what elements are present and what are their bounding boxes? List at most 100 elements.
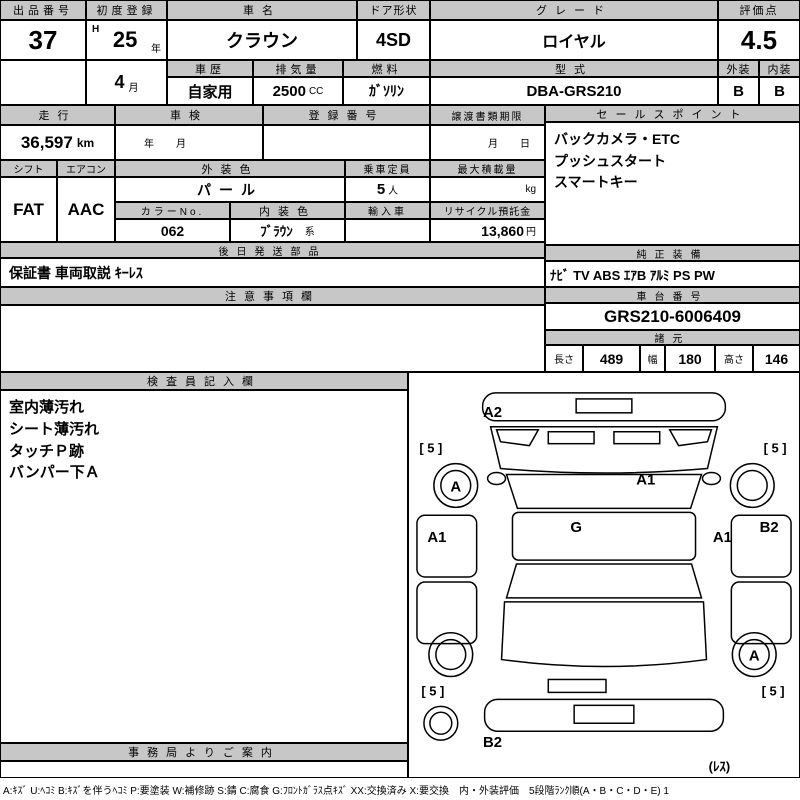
caution-content bbox=[0, 305, 545, 372]
shift-value: FAT bbox=[0, 177, 57, 242]
import-header: 輸入車 bbox=[345, 202, 430, 219]
wheel-front-right bbox=[729, 462, 775, 509]
first-reg-month-value: 4 bbox=[114, 72, 125, 92]
trunk-detail bbox=[547, 678, 607, 694]
year-suffix: 年 bbox=[151, 44, 161, 55]
int-color-cell: ﾌﾞﾗｳﾝ 系 bbox=[230, 219, 345, 242]
sales-point-item: バックカメラ・ETC bbox=[554, 131, 680, 147]
front-plate-shape bbox=[575, 398, 633, 414]
wheel-rear-right-inner bbox=[738, 638, 770, 671]
first-reg-month-cell: 4 月 bbox=[86, 60, 167, 105]
exhibit-no-header: 出品番号 bbox=[0, 0, 86, 20]
first-reg-header: 初度登録 bbox=[86, 0, 167, 20]
wheel-rear-right bbox=[731, 631, 777, 678]
office-header: 事務局よりご案内 bbox=[0, 743, 408, 761]
damage-label-right-door: A1 bbox=[713, 529, 732, 546]
sales-point-item: プッシュスタート bbox=[554, 152, 666, 169]
transfer-value: 月 日 bbox=[430, 125, 545, 160]
color-no-value: 062 bbox=[115, 219, 230, 242]
inspector-note: バンパー下Ａ bbox=[9, 464, 100, 482]
damage-label-glass: G bbox=[570, 519, 582, 536]
damage-label-windshield: A1 bbox=[636, 471, 655, 488]
mileage-unit: km bbox=[76, 135, 95, 150]
car-name-header: 車名 bbox=[167, 0, 357, 20]
exterior-grade-header: 外装 bbox=[718, 60, 759, 77]
spare-tire-label: (ﾚｽ) bbox=[709, 759, 731, 774]
recycle-value: 13,860 bbox=[481, 222, 524, 239]
exhibit-no-value: 37 bbox=[0, 20, 86, 60]
reg-no-value bbox=[263, 125, 430, 160]
recycle-cell: 13,860 円 bbox=[430, 219, 545, 242]
shaken-value: 年 月 bbox=[115, 125, 263, 160]
displacement-value: 2500 bbox=[272, 82, 306, 100]
mirror-left-shape bbox=[486, 471, 507, 486]
month-suffix: 月 bbox=[128, 83, 139, 94]
tire-depth-rear-left: [ 5 ] bbox=[421, 683, 444, 698]
exhibit-no-blank bbox=[0, 60, 86, 105]
interior-grade-value: B bbox=[759, 77, 800, 105]
model-header: 型式 bbox=[430, 60, 718, 77]
width-label: 幅 bbox=[640, 345, 665, 372]
import-value bbox=[345, 219, 430, 242]
capacity-cell: 5 人 bbox=[345, 177, 430, 202]
exterior-grade-value: B bbox=[718, 77, 759, 105]
displacement-cell: 2500 CC bbox=[253, 77, 343, 105]
inspector-note: タッチＰ跡 bbox=[9, 442, 85, 460]
equipment-header: 純正装備 bbox=[545, 245, 800, 261]
damage-label-right-side: B2 bbox=[760, 519, 779, 536]
door-value: 4SD bbox=[357, 20, 430, 60]
right-front-door-shape bbox=[730, 514, 792, 578]
inspector-note: 室内薄汚れ bbox=[9, 399, 85, 416]
rear-plate-shape bbox=[573, 704, 635, 724]
first-reg-year-value: 25 bbox=[112, 27, 138, 52]
mileage-cell: 36,597 km bbox=[0, 125, 115, 160]
later-parts-header: 後日発送部品 bbox=[0, 242, 545, 258]
rear-window-shape bbox=[505, 563, 703, 599]
score-value: 4.5 bbox=[718, 20, 800, 60]
wheel-front-left-inner bbox=[440, 469, 472, 502]
damage-label-rear-right-wheel: A bbox=[749, 648, 760, 665]
hood-detail-left bbox=[547, 430, 595, 445]
damage-label-hood: A2 bbox=[483, 404, 502, 421]
wheel-rear-left-inner bbox=[435, 638, 467, 671]
history-value: 自家用 bbox=[167, 77, 253, 105]
hood-detail-right bbox=[613, 430, 661, 445]
fuel-header: 燃料 bbox=[343, 60, 430, 77]
wheel-front-left bbox=[433, 462, 479, 509]
front-bumper-shape bbox=[481, 392, 727, 422]
capacity-header: 乗車定員 bbox=[345, 160, 430, 177]
width-value: 180 bbox=[665, 345, 715, 372]
sales-points-header: セールスポイント bbox=[545, 105, 800, 122]
capacity-unit: 人 bbox=[388, 186, 399, 197]
sales-point-item: スマートキー bbox=[554, 174, 638, 191]
office-blank bbox=[0, 761, 408, 778]
chassis-header: 車台番号 bbox=[545, 287, 800, 303]
damage-label-left-door: A1 bbox=[427, 529, 446, 546]
era-mark: H bbox=[92, 24, 100, 35]
later-parts-value: 保証書 車両取説 ｷｰﾚｽ bbox=[0, 258, 545, 287]
caution-header: 注意事項欄 bbox=[0, 287, 545, 305]
car-top-view-diagram: A2 A1 G A1 A1 B2 A A B2 [ 5 ] [ 5 ] [ 5 … bbox=[416, 392, 792, 774]
mirror-right-shape bbox=[701, 471, 722, 486]
headlight-right-shape bbox=[668, 428, 713, 447]
sales-points-content: バックカメラ・ETC プッシュスタート スマートキー bbox=[545, 122, 800, 245]
tire-depth-front-right: [ 5 ] bbox=[764, 441, 787, 456]
grade-value: ロイヤル bbox=[430, 20, 718, 60]
length-label: 長さ bbox=[545, 345, 583, 372]
spec-header: 諸元 bbox=[545, 330, 800, 345]
int-color-value: ﾌﾞﾗｳﾝ bbox=[260, 224, 293, 239]
wheel-front-right-inner bbox=[736, 469, 768, 502]
recycle-unit: 円 bbox=[526, 227, 536, 238]
height-value: 146 bbox=[753, 345, 800, 372]
length-value: 489 bbox=[583, 345, 640, 372]
score-header: 評価点 bbox=[718, 0, 800, 20]
shift-header: シフト bbox=[0, 160, 57, 177]
fuel-value: ｶﾞｿﾘﾝ bbox=[343, 77, 430, 105]
history-header: 車歴 bbox=[167, 60, 253, 77]
roof-shape bbox=[511, 511, 697, 561]
equipment-value: ﾅﾋﾞ TV ABS ｴｱB ｱﾙﾐ PS PW bbox=[545, 261, 800, 287]
chassis-value: GRS210-6006409 bbox=[545, 303, 800, 330]
tire-depth-front-left: [ 5 ] bbox=[419, 441, 442, 456]
aircon-header: エアコン bbox=[57, 160, 115, 177]
mileage-value: 36,597 bbox=[20, 132, 73, 152]
